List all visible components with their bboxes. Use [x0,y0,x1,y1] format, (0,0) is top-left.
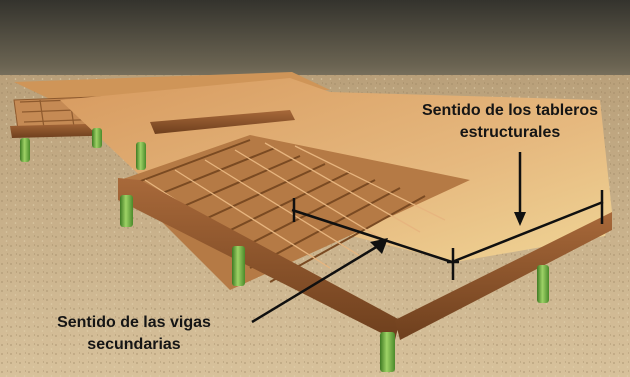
beams-leader-line [251,238,388,324]
side-rim-beam [395,212,612,340]
front-rim-beam [118,178,400,340]
post [232,246,245,286]
back-rim-beam [150,110,295,134]
boards-direction-label-line1: Sentido de los tableros [421,102,599,119]
beams-direction-label-line1: Sentido de las vigas [57,314,211,331]
beams-direction-label: Sentido de las vigas secundarias [14,312,254,356]
post [120,195,133,227]
post [136,142,146,170]
boards-direction-label-line2: estructurales [459,124,561,141]
post [92,128,102,148]
boards-direction-indicator [291,190,604,280]
boards-direction-label: Sentido de los tableros estructurales [392,100,628,144]
post [537,265,549,303]
beams-direction-label-line2: secundarias [87,336,181,353]
post [380,332,395,372]
support-posts [20,128,549,372]
post [20,138,30,162]
boards-leader-line [514,152,526,226]
